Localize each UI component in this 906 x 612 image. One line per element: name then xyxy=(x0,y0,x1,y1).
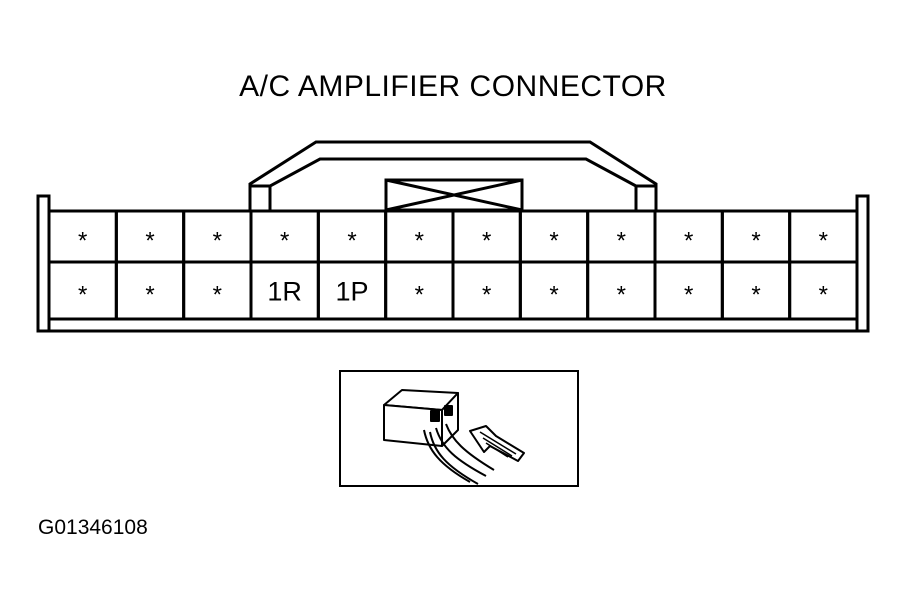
figure-code: G01346108 xyxy=(38,516,148,539)
connector-key-slot xyxy=(384,178,524,212)
terminal-cell xyxy=(788,260,859,321)
terminal-unused-marker: * xyxy=(684,228,693,255)
terminal-grid: * * * * * * * * * * * * * * * 1R 1P * * * * * * * xyxy=(47,209,859,321)
terminal-pin-label: 1P xyxy=(335,277,368,307)
terminal-unused-marker: * xyxy=(482,228,491,255)
terminal-unused-marker: * xyxy=(617,228,626,255)
terminal-unused-marker: * xyxy=(415,228,424,255)
terminal-unused-marker: * xyxy=(145,228,154,255)
diagram-title: A/C AMPLIFIER CONNECTOR xyxy=(239,70,667,103)
terminal-unused-marker: * xyxy=(684,282,693,309)
terminal-unused-marker: * xyxy=(213,282,222,309)
connector-view-direction-icon xyxy=(383,389,525,485)
terminal-unused-marker: * xyxy=(280,228,289,255)
terminal-unused-marker: * xyxy=(347,228,356,255)
terminal-unused-marker: * xyxy=(819,282,828,309)
terminal-unused-marker: * xyxy=(78,282,87,309)
terminal-unused-marker: * xyxy=(751,282,760,309)
terminal-unused-marker: * xyxy=(213,228,222,255)
terminal-unused-marker: * xyxy=(415,282,424,309)
terminal-unused-marker: * xyxy=(482,282,491,309)
terminal-unused-marker: * xyxy=(145,282,154,309)
inset-view xyxy=(339,370,579,487)
terminal-unused-marker: * xyxy=(617,282,626,309)
terminal-unused-marker: * xyxy=(549,282,558,309)
terminal-unused-marker: * xyxy=(819,228,828,255)
terminal-unused-marker: * xyxy=(751,228,760,255)
terminal-unused-marker: * xyxy=(549,228,558,255)
connector-latch xyxy=(248,140,658,211)
terminal-unused-marker: * xyxy=(78,228,87,255)
terminal-pin-label: 1R xyxy=(267,277,302,307)
